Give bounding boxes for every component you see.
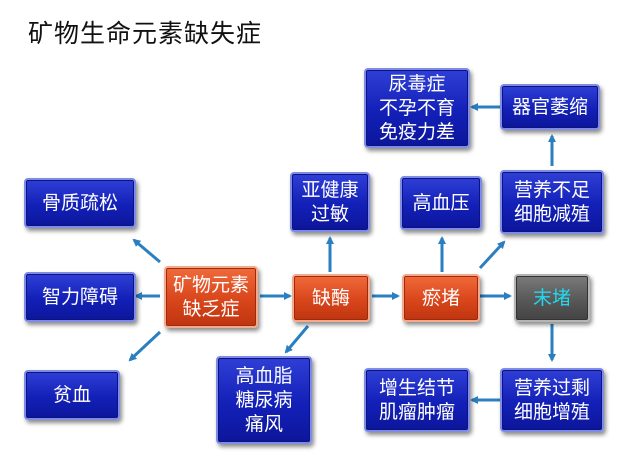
node-end-blockage: 末堵 <box>514 274 590 322</box>
node-hypertension: 高血压 <box>400 176 482 230</box>
node-center: 矿物元素 缺乏症 <box>164 266 258 328</box>
arrow-center-anemia <box>128 330 162 362</box>
node-hyperlipid: 高血脂 糖尿病 痛风 <box>216 356 312 444</box>
arrow-stasis-nutrition-lack <box>478 240 506 270</box>
node-tumor: 增生结节 肌瘤肿瘤 <box>364 368 470 432</box>
arrow-enzyme-hyperlipid <box>284 325 310 354</box>
node-uremia: 尿毒症 不孕不育 免疫力差 <box>364 68 470 148</box>
node-stasis: 瘀堵 <box>402 274 480 322</box>
page-title: 矿物生命元素缺失症 <box>28 19 263 48</box>
node-nutrition-lack: 营养不足 细胞减殖 <box>500 170 604 234</box>
node-bone: 骨质疏松 <box>24 178 136 228</box>
arrow-center-bone <box>132 238 161 264</box>
node-intelligence: 智力障碍 <box>24 272 136 322</box>
node-subhealth: 亚健康 过敏 <box>290 172 370 232</box>
node-organ-atrophy: 器官萎缩 <box>500 84 600 130</box>
node-anemia: 贫血 <box>24 370 120 420</box>
node-deficient-enzyme: 缺酶 <box>292 274 370 322</box>
node-nutrition-excess: 营养过剩 细胞增殖 <box>500 368 604 432</box>
